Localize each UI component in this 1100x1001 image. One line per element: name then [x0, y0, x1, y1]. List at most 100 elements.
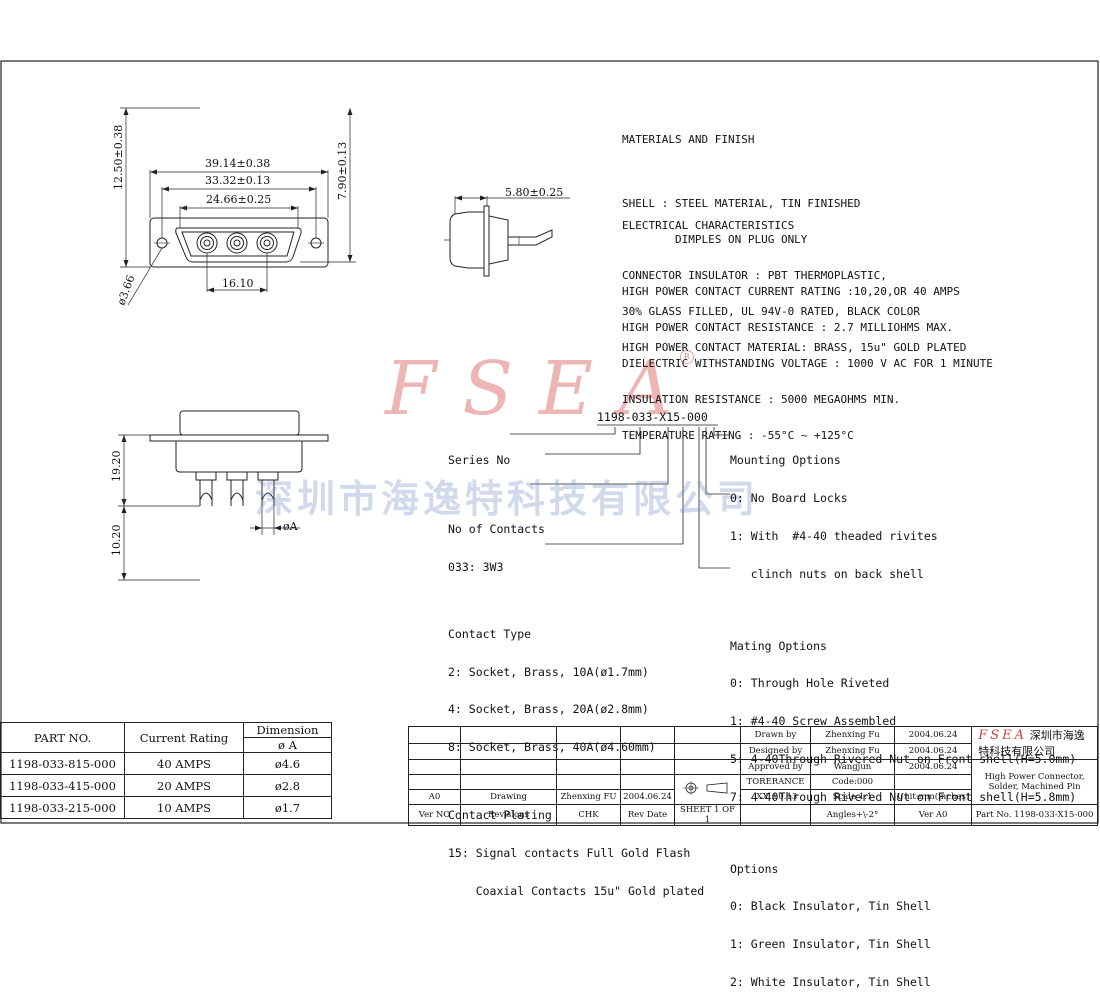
header-part-no: PART NO.	[0, 722, 125, 753]
dim-overall-height: 12.50±0.38	[112, 125, 125, 190]
drawn-name: Zhenxing Fu	[810, 726, 895, 744]
registered-icon: R	[680, 350, 694, 364]
designed-label: Designed by	[740, 742, 811, 760]
pn-plating-line: 15: Signal contacts Full Gold Flash	[448, 846, 691, 860]
header-chk: CHK	[556, 804, 621, 826]
units-label: Unit:mm(inches)	[893, 789, 973, 805]
dim-contact-pitch: 16.10	[222, 277, 254, 290]
materials-line: SHELL : STEEL MATERIAL, TIN FINISHED	[622, 197, 861, 210]
side-view	[444, 196, 570, 277]
header-dimension: Dimension	[243, 722, 332, 738]
rev-date: 2004.06.24	[620, 789, 675, 805]
pn-mounting-line: clinch nuts on back shell	[730, 566, 924, 581]
tolerance-value: .XX ±0.13	[740, 789, 811, 805]
drawn-date: 2004.06.24	[893, 726, 973, 744]
pn-mating-title: Mating Options	[730, 638, 827, 653]
pn-options-line: 0: Black Insulator, Tin Shell	[730, 899, 931, 914]
dim-total-height: 19.20	[110, 451, 123, 483]
electrical-line: HIGH POWER CONTACT CURRENT RATING :10,20…	[622, 285, 960, 298]
dim-flange-width: 33.32±0.13	[205, 174, 270, 187]
materials-block: MATERIALS AND FINISH SHELL : STEEL MATER…	[622, 110, 966, 366]
company-name: 深圳市海逸特科技有限公司	[978, 729, 1085, 758]
electrical-block: ELECTRICAL CHARACTERISTICS HIGH POWER CO…	[622, 196, 993, 454]
rev-chk: Zhenxing FU	[556, 789, 621, 805]
header-ver-no: Ver NO	[408, 804, 461, 826]
pn-mating-line: 1: #4-40 Screw Assembled	[730, 714, 897, 729]
electrical-line: DIELECTRIC WITHSTANDING VOLTAGE : 1000 V…	[622, 357, 993, 370]
pn-options-title: Options	[730, 861, 779, 876]
pn-right-block: Mounting Options 0: No Board Locks 1: Wi…	[730, 429, 1076, 1001]
projection-icon	[674, 774, 741, 805]
pn-mounting-line: 0: No Board Locks	[730, 490, 848, 505]
company-logo: FSEA	[978, 728, 1028, 743]
pn-contacts-value: 033: 3W3	[448, 559, 504, 574]
front-view	[120, 107, 356, 306]
product-description: High Power Connector, Solder, Machined P…	[971, 759, 1098, 805]
dim-pin-diameter: øA	[283, 520, 299, 533]
materials-title: MATERIALS AND FINISH	[622, 133, 755, 146]
dim-overall-width: 39.14±0.38	[205, 157, 270, 170]
pn-left-block: Series No No of Contacts 033: 3W3 Contac…	[448, 429, 704, 910]
part-number-code: 1198-033-X15-000	[597, 410, 708, 424]
front-view-arrows	[123, 108, 353, 293]
part-no-label: Part No. 1198-033-X15-000	[971, 804, 1098, 826]
cell-current: 20 AMPS	[124, 774, 244, 797]
dim-shell-height: 7.90±0.13	[336, 142, 349, 200]
approved-name: Wangjun	[810, 759, 895, 775]
electrical-title: ELECTRICAL CHARACTERISTICS	[622, 219, 795, 232]
pn-mounting-line: 1: With #4-40 theaded rivites	[730, 528, 938, 543]
cell-dimension: ø1.7	[243, 796, 332, 819]
pn-mating-line: 0: Through Hole Riveted	[730, 676, 890, 691]
angles-label: Angles+\-2°	[810, 804, 895, 826]
materials-line: HIGH POWER CONTACT MATERIAL: BRASS, 15u"…	[622, 341, 967, 354]
header-current-rating: Current Rating	[124, 722, 244, 753]
pn-series: Series No	[448, 453, 511, 468]
cell-current: 40 AMPS	[124, 752, 244, 775]
dim-pin-length: 10.20	[110, 525, 123, 557]
approved-date: 2004.06.24	[893, 759, 973, 775]
header-rev-date: Rev Date	[620, 804, 675, 826]
pn-options-line: 2: White Insulator, Tin Shell	[730, 974, 931, 989]
version-label: Ver A0	[893, 804, 973, 826]
cell-dimension: ø4.6	[243, 752, 332, 775]
pn-mounting-title: Mounting Options	[730, 453, 841, 468]
scale-label: Scale 1:1	[810, 789, 895, 805]
table-row: 1198-033-215-000 10 AMPS ø1.7	[0, 796, 332, 819]
pn-plating-line: Coaxial Contacts 15u" Gold plated	[448, 883, 705, 898]
header-revisions: Revisions	[460, 804, 557, 826]
sheet-label: SHEET 1 OF 1	[674, 804, 741, 826]
designed-date: 2004.06.24	[893, 742, 973, 760]
parts-table: PART NO. Current Rating Dimension ø A 11…	[0, 722, 332, 819]
code-label: Code:000	[810, 774, 895, 790]
title-block: Drawn by Zhenxing Fu 2004.06.24 FSEA 深圳市…	[408, 726, 1098, 826]
cell-part: 1198-033-215-000	[0, 796, 125, 819]
pn-options-line: 1: Green Insulator, Tin Shell	[730, 937, 931, 952]
tolerance-label: TORERANCE	[740, 774, 811, 790]
dim-shell-width: 24.66±0.25	[206, 193, 271, 206]
cell-part: 1198-033-815-000	[0, 752, 125, 775]
drawn-label: Drawn by	[740, 726, 811, 744]
materials-line: DIMPLES ON PLUG ONLY	[622, 233, 808, 246]
company-logo-cell: FSEA 深圳市海逸特科技有限公司	[971, 726, 1098, 760]
rev-desc: Drawing	[460, 789, 557, 805]
part-number-leaders	[510, 424, 730, 569]
dim-hole-diameter: ø3.66	[115, 273, 138, 307]
pn-type-title: Contact Type	[448, 626, 532, 641]
table-row: 1198-033-815-000 40 AMPS ø4.6	[0, 752, 332, 775]
rev-ver: A0	[408, 789, 461, 805]
cell-current: 10 AMPS	[124, 796, 244, 819]
electrical-line: INSULATION RESISTANCE : 5000 MEGAOHMS MI…	[622, 393, 901, 406]
electrical-line: TEMPERATURE RATING : -55°C ~ +125°C	[622, 429, 854, 442]
cell-part: 1198-033-415-000	[0, 774, 125, 797]
header-dimension-sub: ø A	[243, 737, 332, 753]
pn-type-line: 2: Socket, Brass, 10A(ø1.7mm)	[448, 664, 649, 679]
pn-contacts-title: No of Contacts	[448, 522, 545, 537]
table-row: 1198-033-415-000 20 AMPS ø2.8	[0, 774, 332, 797]
materials-line: 30% GLASS FILLED, UL 94V-0 RATED, BLACK …	[622, 305, 921, 318]
electrical-line: HIGH POWER CONTACT RESISTANCE : 2.7 MILL…	[622, 321, 954, 334]
pn-type-line: 4: Socket, Brass, 20A(ø2.8mm)	[448, 702, 649, 717]
cell-dimension: ø2.8	[243, 774, 332, 797]
profile-view	[118, 410, 329, 581]
approved-label: Approved by	[740, 759, 811, 775]
dim-side-depth: 5.80±0.25	[505, 186, 563, 199]
